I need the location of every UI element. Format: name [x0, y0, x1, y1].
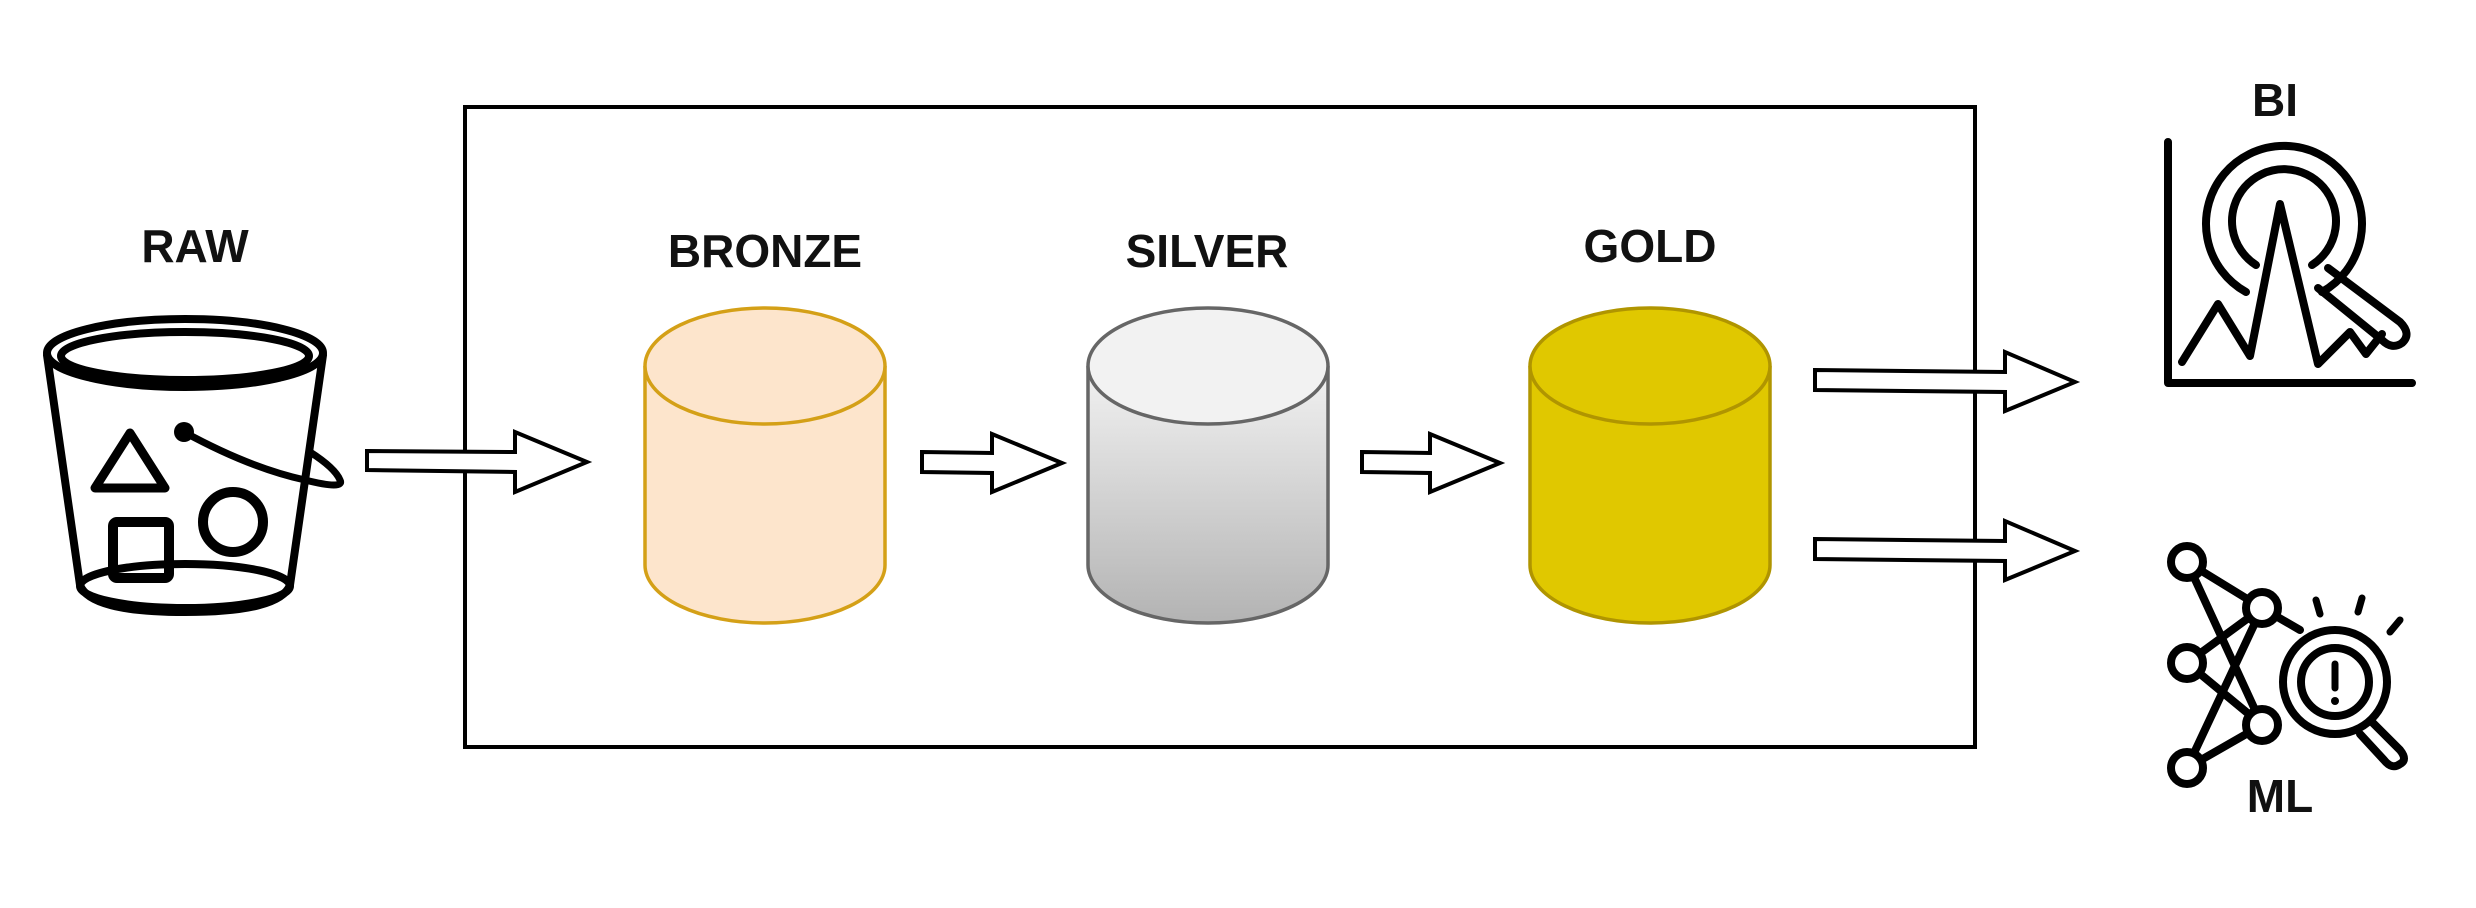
gold-database-cylinder	[1528, 306, 1772, 625]
bronze-database-cylinder	[643, 306, 887, 625]
ml-label: ML	[2247, 770, 2313, 822]
arrow-gold-to-ml	[1813, 517, 2081, 583]
arrow-raw-to-bronze	[365, 429, 593, 495]
silver-database-cylinder	[1086, 306, 1330, 625]
bi-label: BI	[2252, 74, 2298, 126]
lakehouse-container	[463, 105, 1977, 749]
arrow-gold-to-bi	[1813, 348, 2081, 414]
bucket-icon	[43, 315, 345, 616]
bronze-label: BRONZE	[668, 225, 862, 277]
silver-label: SILVER	[1126, 225, 1289, 277]
raw-label: RAW	[141, 220, 249, 272]
arrow-silver-to-gold	[1360, 431, 1506, 495]
arrow-bronze-to-silver	[920, 431, 1068, 495]
gold-label: GOLD	[1584, 220, 1717, 272]
analytics-magnifier-chart-icon	[2164, 138, 2416, 387]
network-magnifier-icon	[2167, 542, 2408, 788]
